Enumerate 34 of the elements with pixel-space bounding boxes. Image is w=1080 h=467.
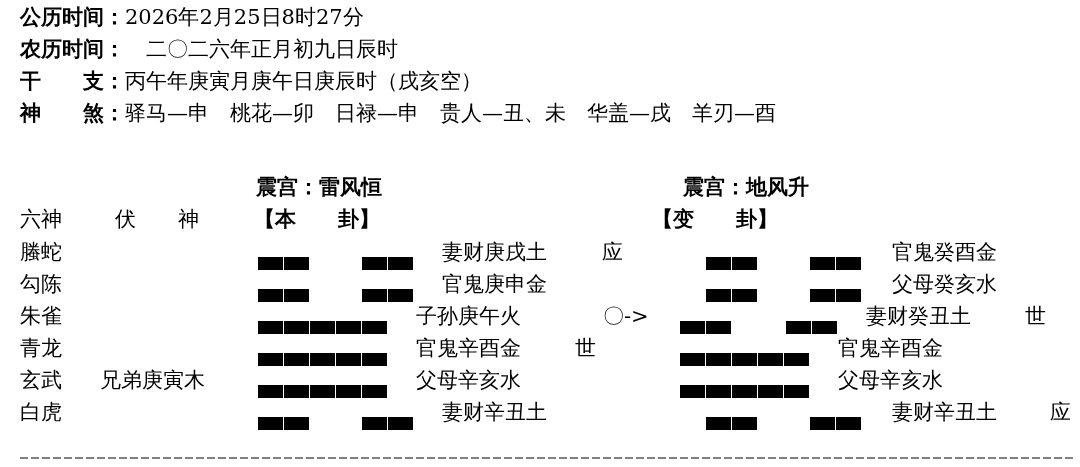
spirit-name: 白虎	[20, 399, 62, 425]
hexagram-title: 震宫：地风升	[683, 174, 809, 200]
marker-text: 应	[1050, 399, 1071, 425]
line-text: 官鬼辛酉金	[838, 335, 943, 361]
spirit-name: 青龙	[20, 335, 62, 361]
hidden-line-text: 兄弟庚寅木	[100, 367, 205, 393]
ganzhi-line: 干 支：丙午年庚寅月庚午日庚辰时（戌亥空）	[20, 68, 482, 94]
hexagram-title: 震宫：雷风恒	[256, 174, 382, 200]
spirit-name: 朱雀	[20, 303, 62, 329]
spirit-name: 螣蛇	[20, 239, 62, 265]
lunar-date-line: 农历时间： 二〇二六年正月初九日辰时	[20, 36, 398, 62]
marker-text: 世	[1025, 303, 1046, 329]
line-text: 妻财辛丑土	[442, 399, 547, 425]
line-text: 官鬼癸酉金	[892, 239, 997, 265]
column-header: 【本 卦】	[254, 206, 380, 232]
change-marker: 〇->	[603, 303, 649, 329]
column-header: 伏 神	[115, 206, 199, 232]
line-text: 官鬼辛酉金	[416, 335, 521, 361]
marker-text: 世	[575, 335, 596, 361]
line-text: 父母辛亥水	[838, 367, 943, 393]
line-text: 父母辛亥水	[416, 367, 521, 393]
spirit-name: 玄武	[20, 367, 62, 393]
spirit-name: 勾陈	[20, 271, 62, 297]
line-text: 子孙庚午火	[416, 303, 521, 329]
line-text: 官鬼庚申金	[442, 271, 547, 297]
shensha-line: 神 煞：驿马—申 桃花—卯 日禄—申 贵人—丑、未 华盖—戌 羊刃—酉	[20, 100, 776, 126]
line-text: 妻财庚戌土	[442, 239, 547, 265]
date-line: 公历时间：2026年2月25日8时27分	[20, 4, 364, 30]
column-header: 六神	[20, 206, 62, 232]
line-text: 父母癸亥水	[892, 271, 997, 297]
column-header: 【变 卦】	[652, 206, 778, 232]
line-text: 妻财辛丑土	[892, 399, 997, 425]
marker-text: 应	[602, 239, 623, 265]
line-text: 妻财癸丑土	[866, 303, 971, 329]
